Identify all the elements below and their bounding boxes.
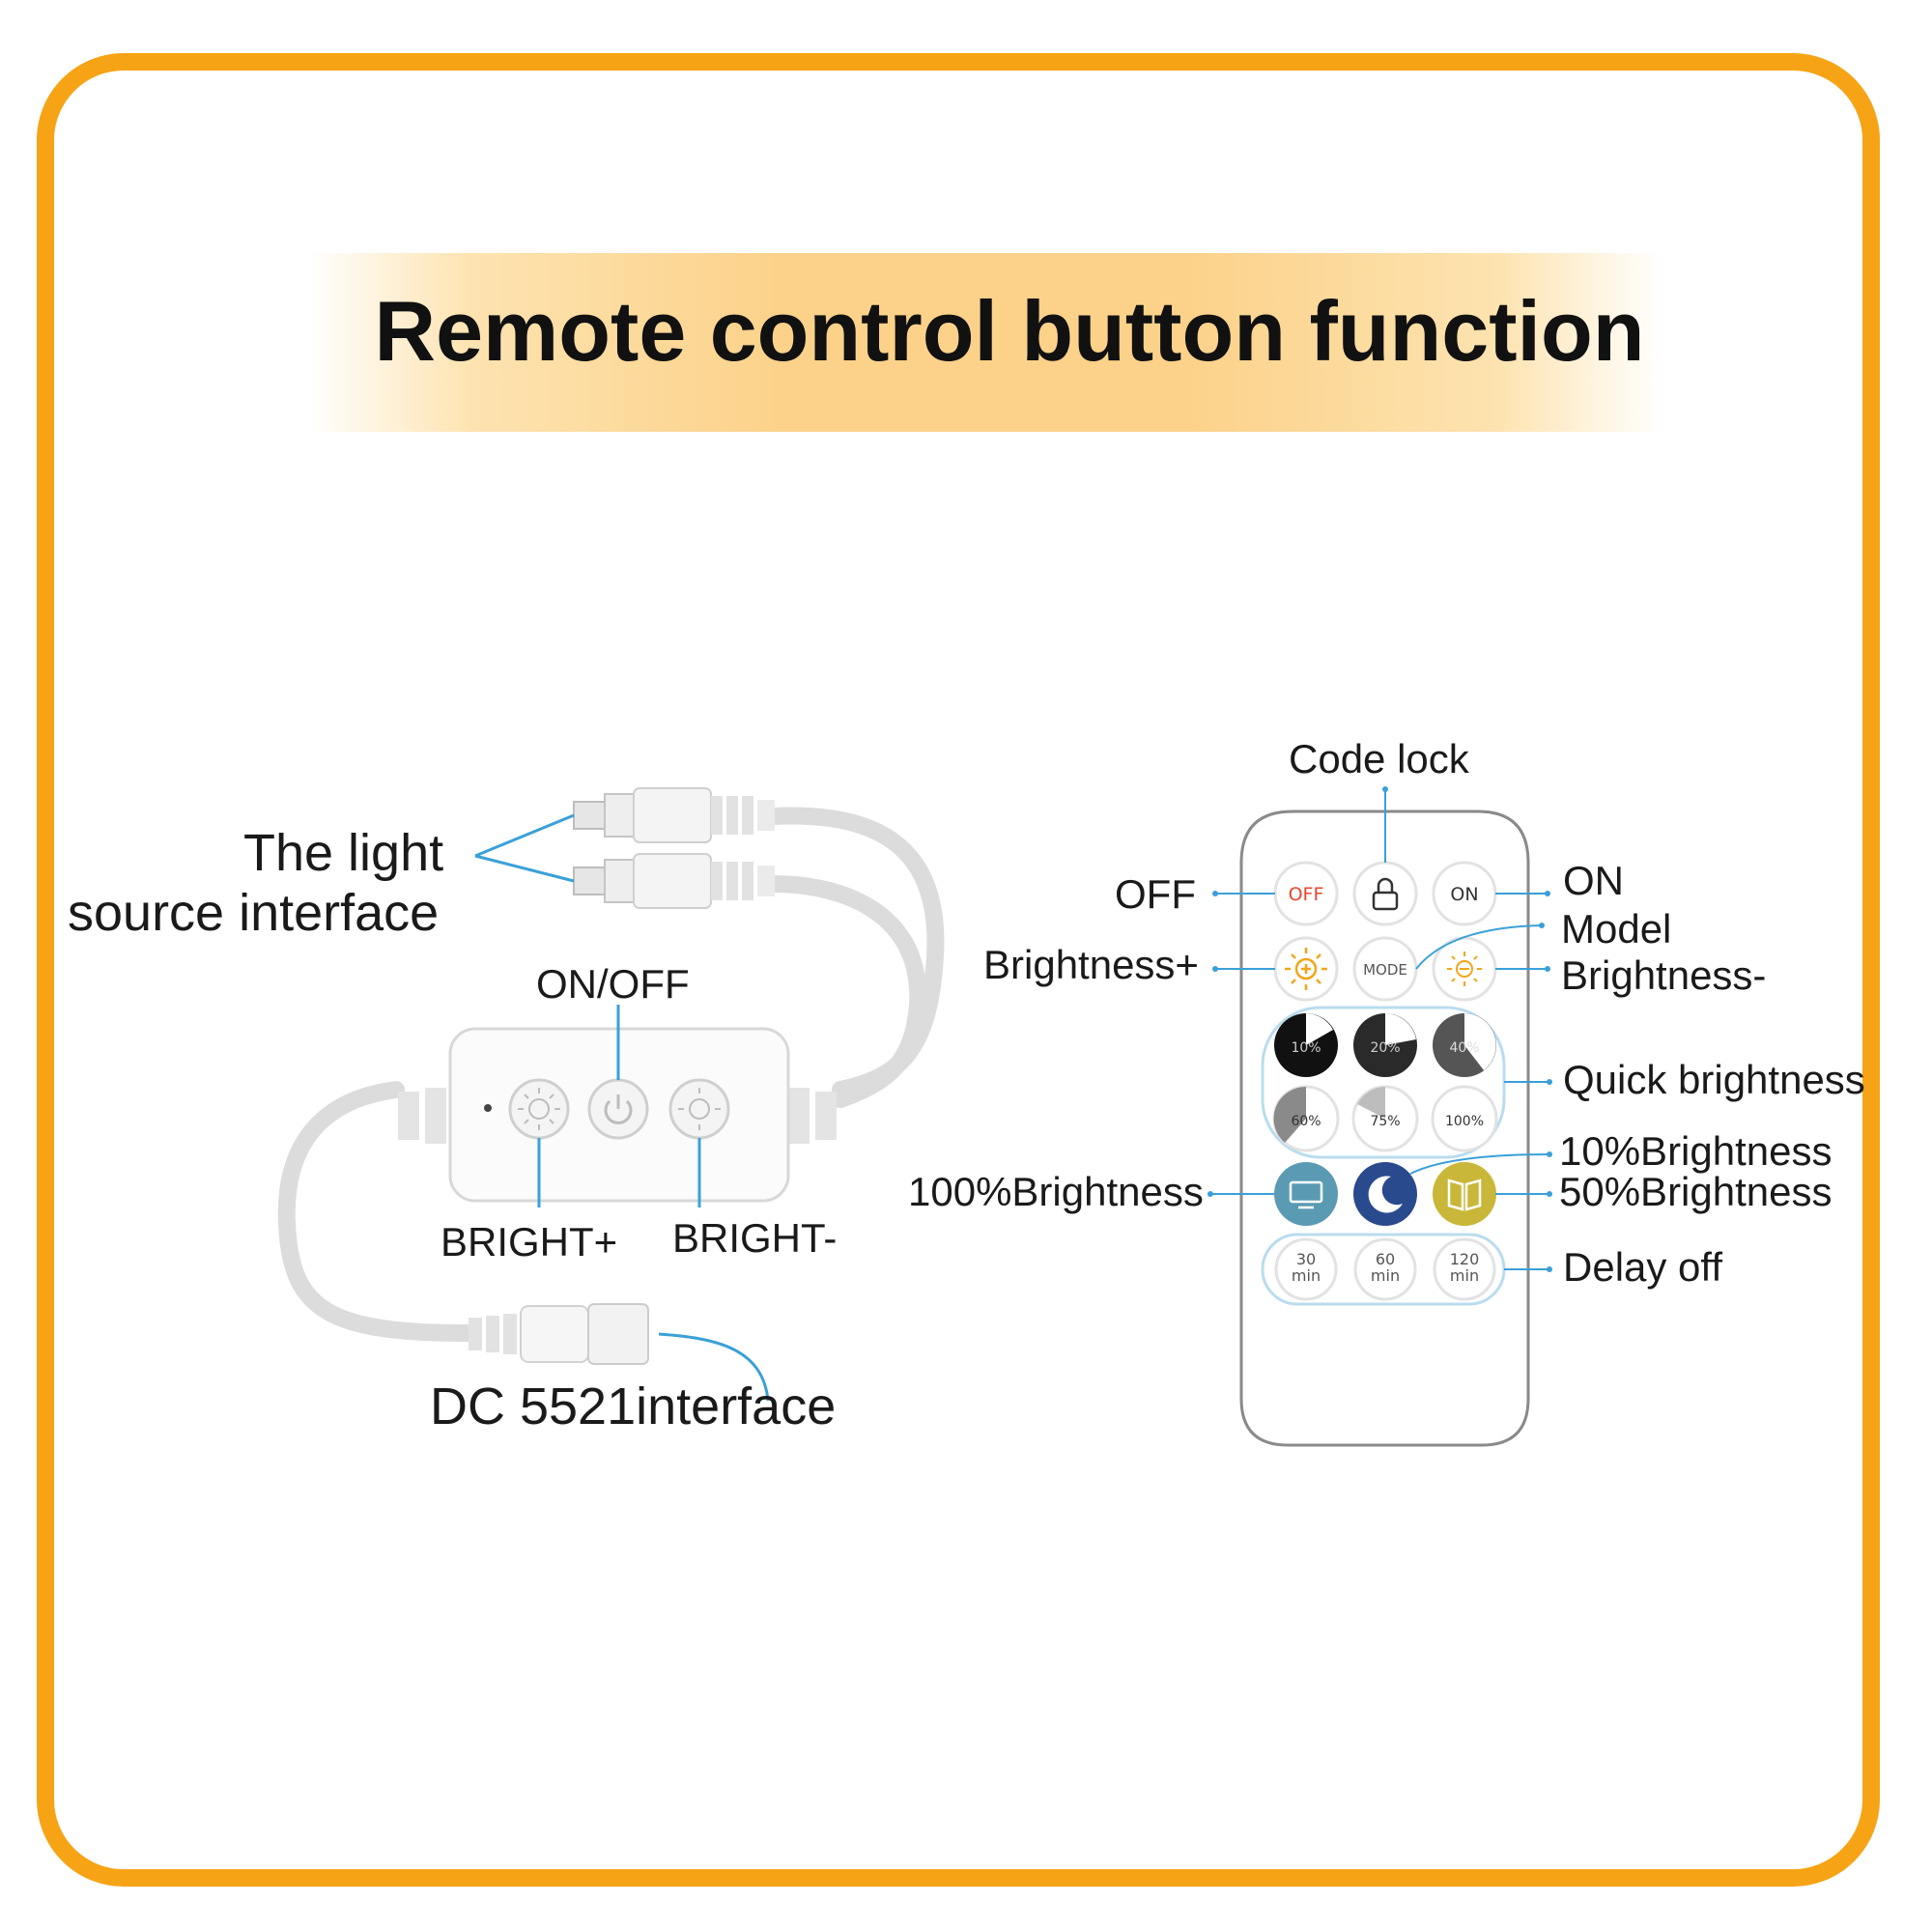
sun-minus-icon xyxy=(1447,952,1482,986)
brightness-100-callout-label: 100%Brightness xyxy=(908,1169,1204,1214)
delay-120-button[interactable]: 120 min xyxy=(1433,1237,1496,1301)
remote-brightness-plus-button[interactable] xyxy=(1273,936,1339,1002)
quick-100-label: 100% xyxy=(1445,1114,1484,1129)
brightness-10-moon-button[interactable] xyxy=(1353,1162,1417,1226)
bright-minus-label: BRIGHT- xyxy=(672,1215,838,1261)
bright-plus-label: BRIGHT+ xyxy=(440,1219,618,1264)
off-callout-label: OFF xyxy=(1115,871,1196,917)
quick-60-label: 60% xyxy=(1291,1114,1321,1129)
code-lock-button[interactable] xyxy=(1352,861,1418,926)
quick-20-label: 20% xyxy=(1370,1040,1400,1056)
moon-icon xyxy=(1368,1176,1403,1213)
brightness-50-callout-label: 50%Brightness xyxy=(1559,1169,1833,1214)
page-title: Remote control button function xyxy=(374,283,1645,379)
brightness-10-callout-label: 10%Brightness xyxy=(1559,1128,1833,1174)
on-off-button[interactable] xyxy=(587,1078,649,1140)
quick-brightness-callout-label: Quick brightness xyxy=(1563,1057,1865,1102)
quick-40-button[interactable]: 40% xyxy=(1433,1013,1496,1077)
quick-40-label: 40% xyxy=(1449,1040,1479,1056)
delay-30-unit: min xyxy=(1292,1266,1321,1285)
quick-75-button[interactable]: 75% xyxy=(1351,1085,1419,1152)
remote-callouts xyxy=(1210,789,1550,1270)
bright-minus-button[interactable] xyxy=(668,1078,730,1140)
quick-75-label: 75% xyxy=(1370,1114,1400,1129)
light-source-connector-top xyxy=(573,787,775,843)
controller-cables xyxy=(277,807,945,1342)
quick-10-button[interactable]: 10% xyxy=(1274,1013,1338,1077)
on-off-label: ON/OFF xyxy=(536,961,690,1007)
sun-plus-icon xyxy=(1285,948,1327,990)
remote-off-label: OFF xyxy=(1289,884,1324,905)
quick-60-button[interactable]: 60% xyxy=(1272,1085,1340,1152)
remote-on-button[interactable]: ON xyxy=(1432,861,1497,926)
quick-20-button[interactable]: 20% xyxy=(1353,1013,1417,1077)
brightness-plus-callout-label: Brightness+ xyxy=(983,942,1199,987)
mode-label: MODE xyxy=(1363,961,1407,979)
dc-jack xyxy=(469,1303,649,1365)
model-callout-label: Model xyxy=(1561,906,1672,952)
delay-60-button[interactable]: 60 min xyxy=(1353,1237,1417,1301)
tv-icon xyxy=(1289,1180,1323,1204)
bright-plus-button[interactable] xyxy=(508,1078,570,1140)
delay-120-number: 120 xyxy=(1450,1250,1480,1268)
on-callout-label: ON xyxy=(1563,858,1624,903)
delay-off-callout-label: Delay off xyxy=(1563,1244,1722,1290)
controller-callouts xyxy=(474,813,770,1402)
mode-button[interactable]: MODE xyxy=(1352,936,1418,1002)
remote-on-label: ON xyxy=(1450,884,1478,905)
dc-interface-label: DC 5521interface xyxy=(430,1378,837,1435)
title-banner xyxy=(309,253,1662,432)
quick-100-button[interactable]: 100% xyxy=(1431,1085,1498,1152)
delay-120-unit: min xyxy=(1450,1266,1479,1285)
light-source-connector-bottom xyxy=(573,853,775,909)
orange-frame xyxy=(37,53,1880,1887)
brightness-50-book-button[interactable] xyxy=(1433,1162,1496,1226)
brightness-100-tv-button[interactable] xyxy=(1274,1162,1338,1226)
brightness-minus-callout-label: Brightness- xyxy=(1561,952,1767,998)
code-lock-label: Code lock xyxy=(1289,736,1469,781)
remote-callout-dots xyxy=(1208,786,1552,1272)
delay-30-number: 30 xyxy=(1296,1250,1316,1268)
delay-30-button[interactable]: 30 min xyxy=(1274,1237,1338,1301)
delay-60-number: 60 xyxy=(1376,1250,1395,1268)
remote-off-button[interactable]: OFF xyxy=(1273,861,1339,926)
light-source-label-line2: source interface xyxy=(68,884,440,942)
delay-60-unit: min xyxy=(1371,1266,1400,1285)
quick-10-label: 10% xyxy=(1291,1040,1321,1056)
lock-icon xyxy=(1372,891,1399,911)
light-source-label-line1: The light xyxy=(243,824,444,882)
book-icon xyxy=(1447,1179,1482,1211)
